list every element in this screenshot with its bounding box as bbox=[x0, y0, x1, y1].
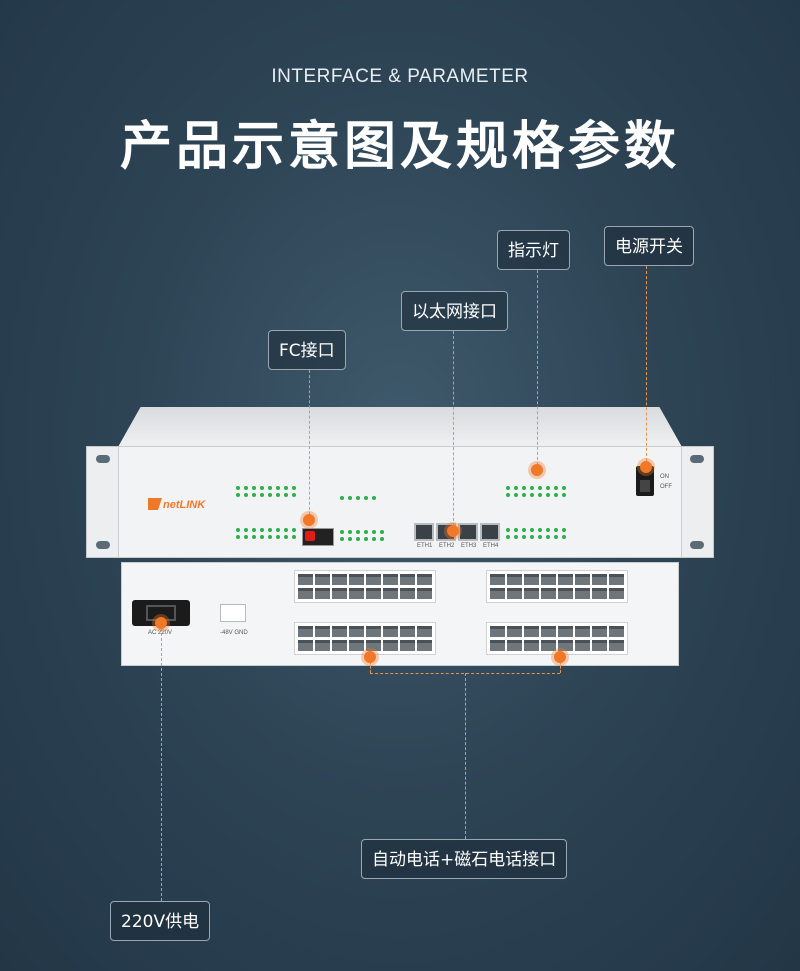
led-group-mid-bottom bbox=[340, 530, 384, 541]
ethernet-dot bbox=[447, 525, 459, 537]
phone-leader-right bbox=[560, 657, 561, 673]
switch-on-label: ON bbox=[660, 474, 669, 480]
phone-dot-left bbox=[364, 651, 376, 663]
dc-power-inlet bbox=[220, 604, 246, 622]
indicator-dot bbox=[531, 464, 543, 476]
brand-logo-icon: netLINK bbox=[148, 498, 206, 511]
fc-leader-line bbox=[309, 370, 310, 520]
eth-label-4: ETH4 bbox=[483, 543, 499, 549]
page-title: 产品示意图及规格参数 bbox=[119, 117, 680, 177]
callout-indicator: 指示灯 bbox=[497, 230, 570, 270]
phone-port-block-2 bbox=[486, 570, 628, 603]
fc-connector bbox=[302, 528, 334, 546]
fc-dot bbox=[303, 514, 315, 526]
callout-fc: FC接口 bbox=[268, 330, 346, 370]
power-switch bbox=[636, 466, 654, 496]
power-dot bbox=[155, 617, 167, 629]
rack-ear-left bbox=[86, 446, 120, 558]
eth-label-2: ETH2 bbox=[439, 543, 455, 549]
eth-label-3: ETH3 bbox=[461, 543, 477, 549]
dc-power-label: -48V GND bbox=[220, 630, 248, 636]
led-group-mid-top bbox=[340, 496, 376, 500]
brand-name: netLINK bbox=[163, 499, 206, 511]
upper-panel bbox=[118, 446, 682, 558]
ac-power-label: AC 220V bbox=[148, 630, 173, 636]
phone-leader-left bbox=[370, 657, 371, 673]
callout-power-switch: 电源开关 bbox=[604, 226, 694, 266]
phone-port-block-3 bbox=[294, 622, 436, 655]
rack-ear-right bbox=[680, 446, 714, 558]
power-leader-line bbox=[161, 623, 162, 901]
callout-ethernet: 以太网接口 bbox=[401, 291, 508, 331]
callout-phone-ports: 自动电话+磁石电话接口 bbox=[361, 839, 568, 879]
eth-port-3 bbox=[458, 523, 478, 541]
switch-leader-line bbox=[646, 266, 647, 466]
callout-power-supply: 220V供电 bbox=[110, 901, 211, 941]
phone-dot-right bbox=[554, 651, 566, 663]
eth-port-1 bbox=[414, 523, 434, 541]
ethernet-leader-line bbox=[453, 331, 454, 531]
led-group-left-bottom bbox=[236, 528, 296, 539]
phone-port-block-1 bbox=[294, 570, 436, 603]
led-group-right-bottom bbox=[506, 528, 566, 539]
switch-off-label: OFF bbox=[660, 484, 672, 490]
switch-dot bbox=[640, 461, 652, 473]
phone-leader-stem bbox=[465, 673, 466, 839]
led-group-left-top bbox=[236, 486, 296, 497]
eth-label-1: ETH1 bbox=[417, 543, 433, 549]
led-group-right-top bbox=[506, 486, 566, 497]
indicator-leader-line bbox=[537, 270, 538, 470]
chassis-top bbox=[118, 407, 682, 447]
eth-port-4 bbox=[480, 523, 500, 541]
phone-port-block-4 bbox=[486, 622, 628, 655]
page-subtitle: INTERFACE & PARAMETER bbox=[271, 66, 529, 87]
